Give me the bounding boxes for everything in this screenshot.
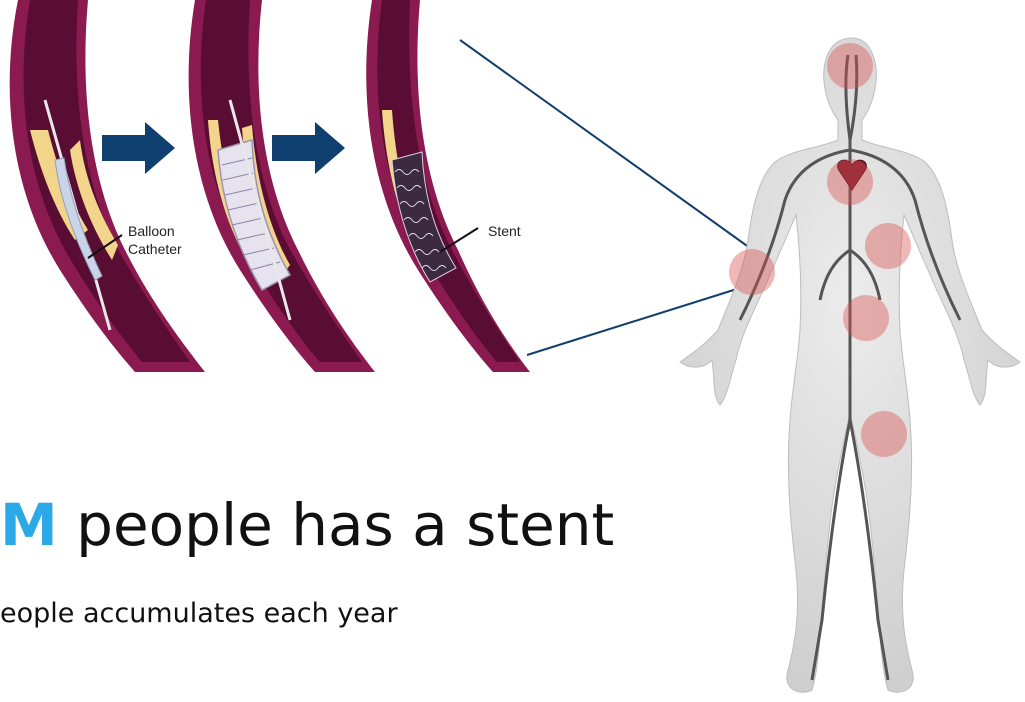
hotspot-kidney <box>865 223 911 269</box>
vessel-panel-expanded <box>189 0 375 372</box>
right-arrow-icon <box>102 122 175 174</box>
human-body-figure <box>680 38 1020 692</box>
headline-accent: M <box>0 491 58 559</box>
hotspot-arm <box>729 249 775 295</box>
hotspot-head <box>827 43 873 89</box>
vessel-panel-stent: Stent <box>366 0 530 372</box>
hotspot-leg <box>861 411 907 457</box>
right-arrow-icon <box>272 122 345 174</box>
balloon-label-line2: Catheter <box>128 241 182 257</box>
stent-label: Stent <box>488 223 521 239</box>
arterial-network <box>740 55 960 680</box>
subline: eople accumulates each year <box>0 596 398 632</box>
hotspot-heart <box>827 159 873 205</box>
headline-text: people has a stent <box>58 491 615 559</box>
hotspot-pelvis <box>843 295 889 341</box>
connector-line <box>460 40 750 248</box>
headline: M people has a stent <box>0 490 614 560</box>
vessel-panel-balloon: Balloon Catheter <box>10 0 205 372</box>
balloon-label-line1: Balloon <box>128 223 175 239</box>
